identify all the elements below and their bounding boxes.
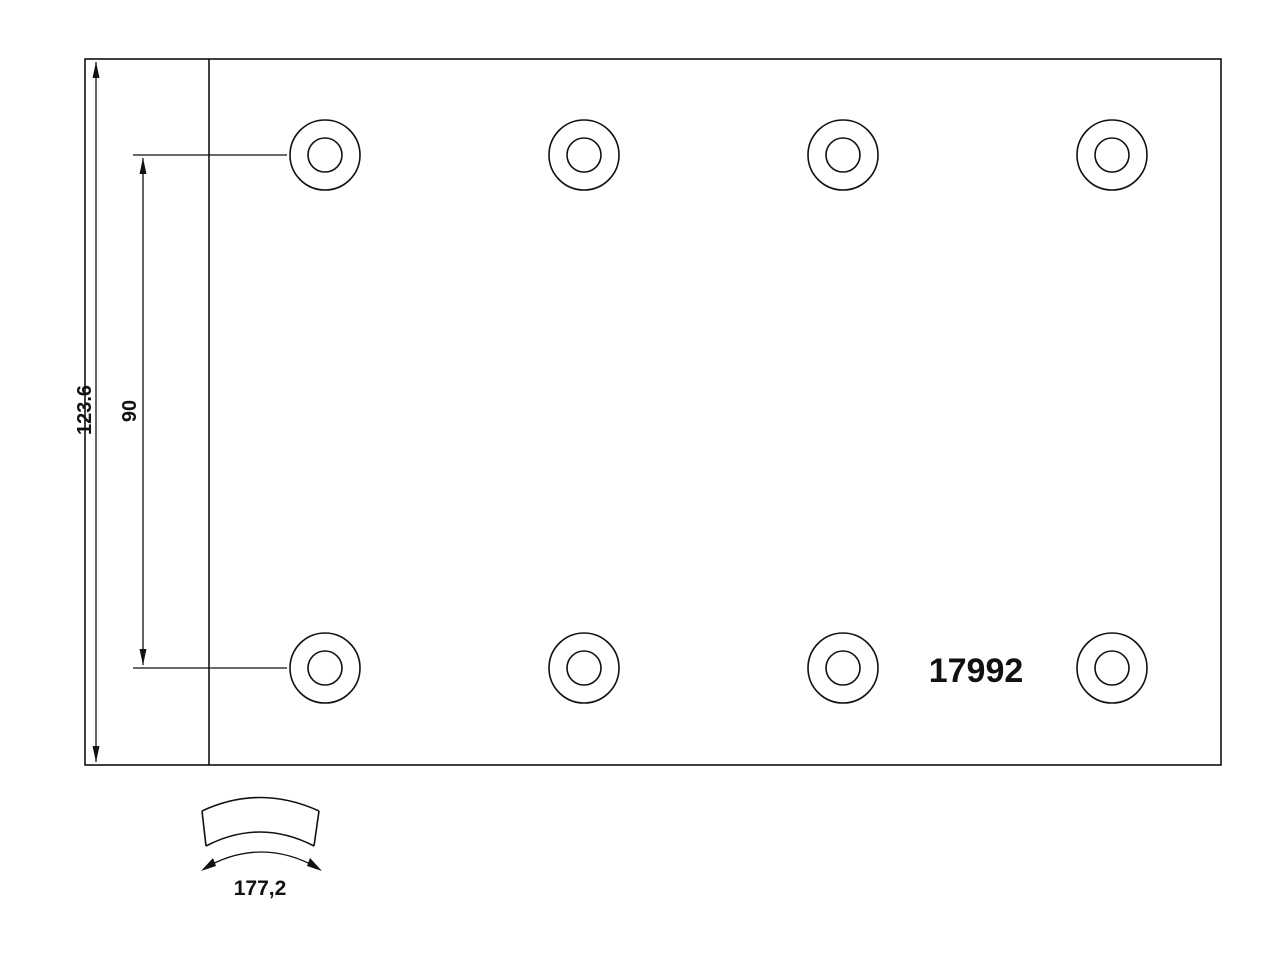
rivet-hole-inner	[1094, 650, 1130, 686]
rivet-hole-outer	[1076, 119, 1148, 191]
arc-length-label: 177,2	[234, 877, 287, 900]
rivet-hole-outer	[289, 632, 361, 704]
hole-spacing-dimension: 90	[119, 154, 287, 669]
rivet-hole	[1076, 119, 1148, 191]
rivet-hole-inner	[566, 137, 602, 173]
rivet-hole-outer	[807, 632, 879, 704]
part-number: 17992	[929, 652, 1024, 690]
rivet-hole	[807, 119, 879, 191]
rivet-hole-inner	[825, 650, 861, 686]
rivet-hole	[548, 632, 620, 704]
rivet-hole-inner	[307, 137, 343, 173]
lining-outline	[84, 58, 1222, 766]
rivet-holes	[289, 119, 1148, 704]
rivet-hole-inner	[825, 137, 861, 173]
rivet-hole-outer	[289, 119, 361, 191]
rivet-hole-outer	[807, 119, 879, 191]
hole-spacing-label: 90	[119, 400, 141, 422]
rivet-hole-outer	[1076, 632, 1148, 704]
rivet-hole-outer	[548, 119, 620, 191]
rivet-hole-outer	[548, 632, 620, 704]
rivet-hole	[807, 632, 879, 704]
rivet-hole-inner	[307, 650, 343, 686]
rivet-hole	[289, 119, 361, 191]
rivet-hole	[1076, 632, 1148, 704]
overall-height-dimension: 123.6	[74, 62, 100, 762]
arc-profile-symbol: 177,2	[201, 796, 322, 900]
overall-height-label: 123.6	[74, 385, 96, 435]
rivet-hole-inner	[1094, 137, 1130, 173]
rivet-hole	[289, 632, 361, 704]
rivet-hole	[548, 119, 620, 191]
rivet-hole-inner	[566, 650, 602, 686]
